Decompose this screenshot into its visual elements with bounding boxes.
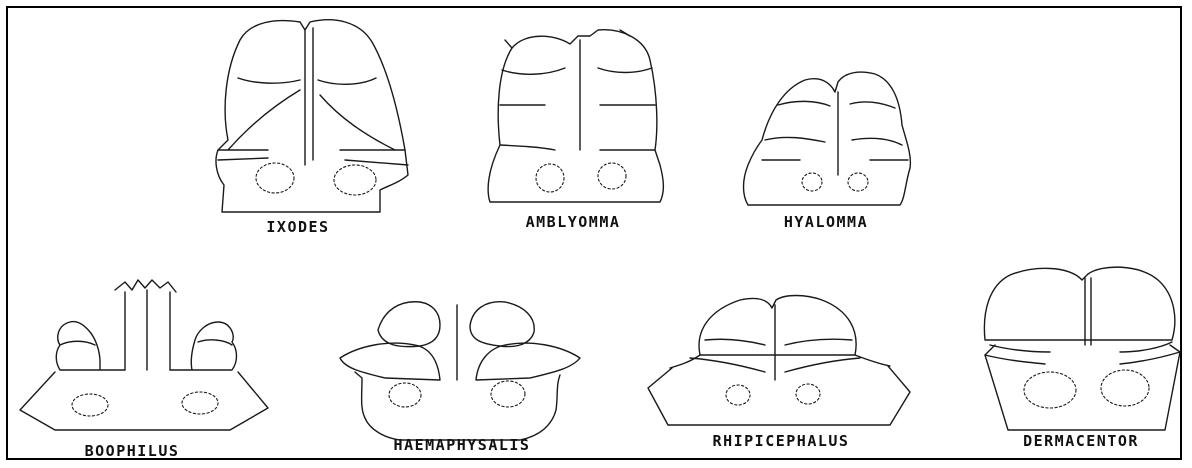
boophilus-capitulum-drawing — [20, 280, 268, 430]
ixodes-capitulum-drawing — [216, 20, 408, 212]
hyalomma-label: HYALOMMA — [784, 213, 868, 231]
amblyomma-capitulum-drawing — [488, 30, 663, 202]
haemaphysalis-label: HAEMAPHYSALIS — [394, 436, 531, 454]
rhipicephalus-capitulum-drawing — [648, 296, 910, 426]
dermacentor-label: DERMACENTOR — [1023, 432, 1139, 450]
boophilus-label: BOOPHILUS — [85, 442, 180, 460]
dermacentor-capitulum-drawing — [984, 267, 1180, 430]
amblyomma-label: AMBLYOMMA — [526, 213, 621, 231]
haemaphysalis-capitulum-drawing — [340, 302, 580, 440]
hyalomma-capitulum-drawing — [744, 72, 911, 205]
rhipicephalus-label: RHIPICEPHALUS — [713, 432, 850, 450]
ixodes-label: IXODES — [266, 218, 329, 236]
